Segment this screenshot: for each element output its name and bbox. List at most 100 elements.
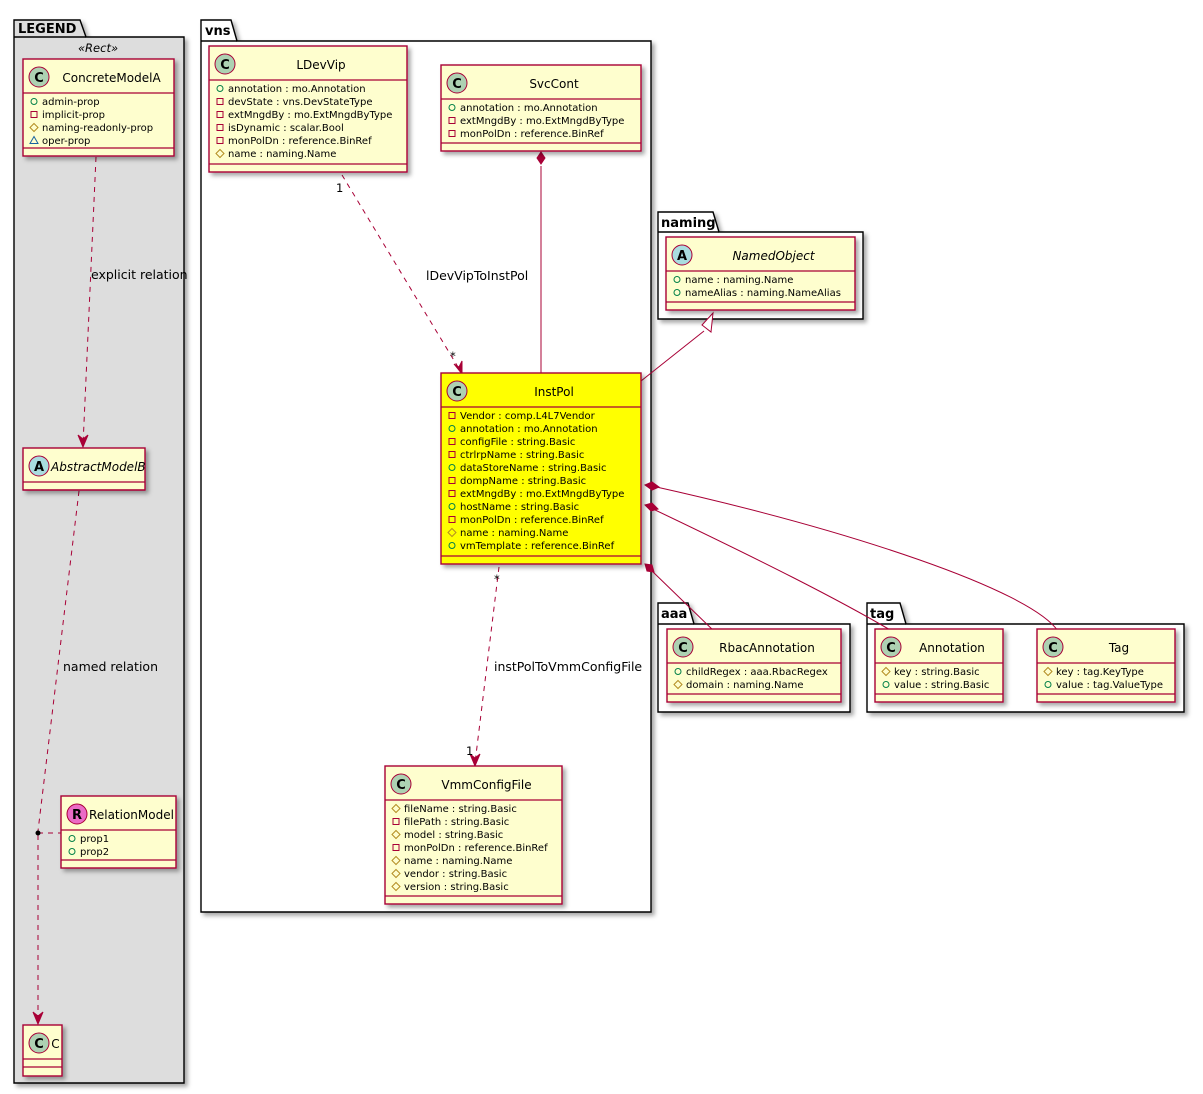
class-badge-icon: C <box>446 380 468 402</box>
edge-explicit-relation-arrowhead <box>77 434 89 449</box>
visibility-protected-icon <box>391 881 401 892</box>
edges <box>32 151 1059 1026</box>
svg-text:C: C <box>396 778 406 793</box>
svg-text:C: C <box>452 77 462 92</box>
class-name: SvcCont <box>529 77 579 91</box>
class-badge-icon: C <box>1042 636 1064 658</box>
visibility-protected-icon <box>29 122 39 133</box>
class-attribute: extMngdBy : mo.ExtMngdByType <box>460 489 624 500</box>
edge-named-relation <box>37 490 80 832</box>
class-box <box>665 236 856 311</box>
class-attribute: name : naming.Name <box>404 856 512 867</box>
visibility-protected-icon <box>391 803 401 814</box>
visibility-private-icon <box>448 117 456 124</box>
mult-instpol-src: * <box>494 572 500 586</box>
class-attribute: name : naming.Name <box>685 275 793 286</box>
svg-text:C: C <box>34 71 44 86</box>
edge-instpol-namedobject-triangle <box>701 311 714 333</box>
class-attribute: vendor : string.Basic <box>404 869 507 880</box>
class-attribute: monPolDn : reference.BinRef <box>404 843 548 854</box>
visibility-private-icon <box>216 98 224 105</box>
edge-label-ldevvip-to-instpol: lDevVipToInstPol <box>426 268 528 283</box>
class-attribute: oper-prop <box>42 136 90 147</box>
class-attribute: model : string.Basic <box>404 830 503 841</box>
package-vns: vns <box>200 19 652 913</box>
visibility-public-icon <box>68 848 76 855</box>
visibility-public-icon <box>674 668 682 675</box>
edge-label-named-relation: named relation <box>63 659 158 674</box>
svg-text:R: R <box>72 808 82 823</box>
class-name: Tag <box>1108 641 1129 655</box>
class-name: Annotation <box>919 641 985 655</box>
visibility-public-icon <box>673 276 681 283</box>
class-attribute: fileName : string.Basic <box>404 804 517 815</box>
svg-text:C: C <box>886 641 896 656</box>
class-attribute: naming-readonly-prop <box>42 123 153 134</box>
class-attribute: name : naming.Name <box>460 528 568 539</box>
visibility-public-icon <box>448 104 456 111</box>
class-name: ConcreteModelA <box>62 71 161 85</box>
class-attribute: version : string.Basic <box>404 882 509 893</box>
edge-instpol-namedobject <box>640 330 705 382</box>
edge-instpol-tag-diamond <box>643 481 661 491</box>
visibility-protected-icon <box>391 829 401 840</box>
class-attribute: domain : naming.Name <box>686 680 804 691</box>
edge-svccont-instpol-diamond <box>536 151 546 165</box>
visibility-private-icon <box>448 490 456 497</box>
class-attribute: monPolDn : reference.BinRef <box>228 136 372 147</box>
class-name: NamedObject <box>732 249 815 263</box>
mult-vmm-dst: 1 <box>466 744 473 758</box>
visibility-public-icon <box>448 542 456 549</box>
visibility-public-icon <box>882 681 890 688</box>
class-attribute: implicit-prop <box>42 110 105 121</box>
class-attribute: monPolDn : reference.BinRef <box>460 515 604 526</box>
class-attribute: dompName : string.Basic <box>460 476 586 487</box>
edge-instpol-to-vmmconfigfile-arrowhead <box>469 753 481 768</box>
svg-text:A: A <box>677 249 687 264</box>
package-naming-name: naming <box>661 216 716 231</box>
package-legend-stereotype: «Rect» <box>78 41 118 55</box>
visibility-protected-icon <box>215 148 225 159</box>
edge-label-explicit-relation: explicit relation <box>91 267 188 282</box>
class-attribute: isDynamic : scalar.Bool <box>228 123 344 134</box>
class-attribute: prop1 <box>80 834 109 845</box>
visibility-public-icon <box>1044 681 1052 688</box>
visibility-protected-icon <box>391 855 401 866</box>
class-attribute: hostName : string.Basic <box>460 502 579 513</box>
svg-text:C: C <box>452 385 462 400</box>
class-attribute: annotation : mo.Annotation <box>460 424 598 435</box>
class-attribute: dataStoreName : string.Basic <box>460 463 607 474</box>
visibility-private-icon <box>448 412 456 419</box>
svg-text:C: C <box>1048 641 1058 656</box>
class-attribute: Vendor : comp.L4L7Vendor <box>460 411 596 422</box>
class-box <box>440 372 642 565</box>
mult-ldevvip-src: 1 <box>336 181 343 195</box>
visibility-private-icon <box>216 137 224 144</box>
visibility-protected-icon <box>447 527 457 538</box>
svg-text:C: C <box>220 58 230 73</box>
visibility-private-icon <box>216 124 224 131</box>
visibility-private-icon <box>448 477 456 484</box>
class-attribute: admin-prop <box>42 97 100 108</box>
visibility-protected-icon <box>1043 666 1053 677</box>
class-box <box>440 64 642 152</box>
visibility-private-icon <box>448 438 456 445</box>
edge-label-instpol-to-vmmconfigfile: instPolToVmmConfigFile <box>494 659 642 674</box>
visibility-protected-icon <box>673 679 683 690</box>
class-badge-icon: A <box>671 244 693 266</box>
edge-instpol-rbacannotation <box>651 570 718 635</box>
class-attribute: monPolDn : reference.BinRef <box>460 129 604 140</box>
edge-instpol-tag <box>651 485 1059 632</box>
visibility-protected-icon <box>391 868 401 879</box>
class-attribute: extMngdBy : mo.ExtMngdByType <box>228 110 392 121</box>
class-attribute: extMngdBy : mo.ExtMngdByType <box>460 116 624 127</box>
edge-instpol-annotation-diamond <box>644 502 659 512</box>
